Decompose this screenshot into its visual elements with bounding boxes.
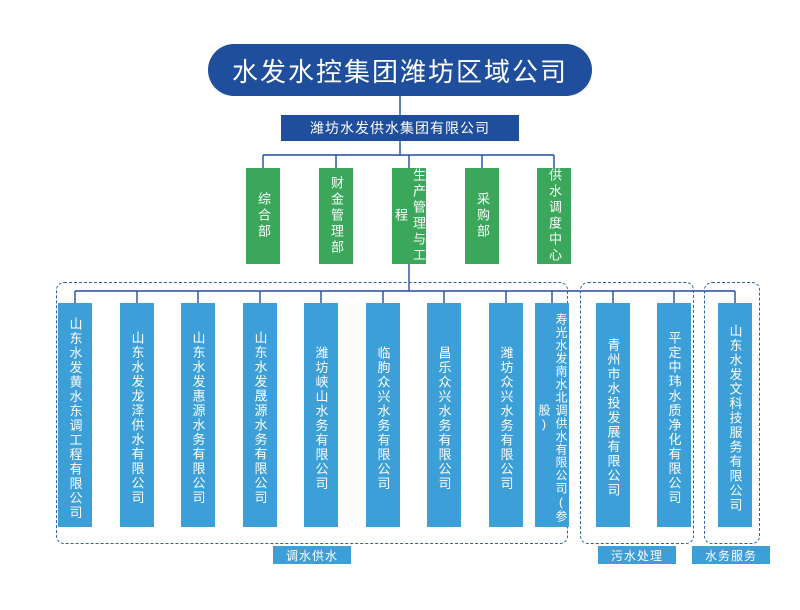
company-node-0-1[interactable]: 山东水发龙泽供水有限公司 (120, 303, 154, 527)
second-level-node[interactable]: 潍坊水发供水集团有限公司 (281, 115, 519, 141)
group-label-diaoshuigongshui: 调水供水 (273, 546, 351, 564)
company-node-0-0[interactable]: 山东水发黄水东调工程有限公司 (58, 303, 92, 527)
root-node[interactable]: 水发水控集团潍坊区域公司 (208, 44, 592, 96)
company-node-0-2[interactable]: 山东水发惠源水务有限公司 (181, 303, 215, 527)
company-node-2-0[interactable]: 山东水发文科技服务有限公司 (718, 303, 752, 527)
company-node-1-1[interactable]: 平定中玮水质净化有限公司 (657, 303, 691, 527)
department-node-4[interactable]: 供水调度中心 (537, 168, 571, 264)
company-node-0-8[interactable]: 寿光水发南水北调供水有限公司(参股) (535, 303, 569, 527)
department-node-1[interactable]: 财金管理部 (319, 168, 353, 264)
company-node-1-0[interactable]: 青州市水投发展有限公司 (596, 303, 630, 527)
company-node-0-5[interactable]: 临朐众兴水务有限公司 (366, 303, 400, 527)
department-node-2[interactable]: 生产管理与工程 (392, 168, 426, 264)
group-box-wushuichuli (580, 282, 694, 544)
group-box-shuiwufuwu (704, 282, 760, 544)
group-label-wushuichuli: 污水处理 (598, 546, 676, 564)
company-node-0-7[interactable]: 潍坊众兴水务有限公司 (489, 303, 523, 527)
company-node-0-6[interactable]: 昌乐众兴水务有限公司 (427, 303, 461, 527)
department-node-3[interactable]: 采购部 (465, 168, 499, 264)
company-node-0-3[interactable]: 山东水发晟源水务有限公司 (243, 303, 277, 527)
department-node-0[interactable]: 综合部 (246, 168, 280, 264)
group-label-shuiwufuwu: 水务服务 (692, 546, 770, 564)
company-node-0-4[interactable]: 潍坊峡山水务有限公司 (304, 303, 338, 527)
